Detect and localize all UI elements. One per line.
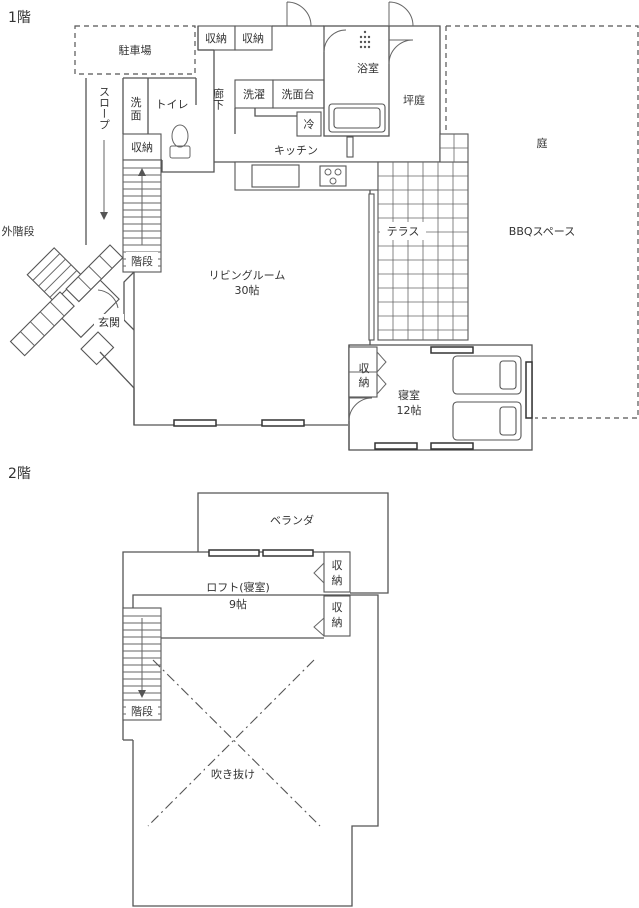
toilet-icon xyxy=(169,124,191,159)
fridge-label: 冷 xyxy=(304,118,315,131)
garden-area: 庭 BBQスペース xyxy=(445,25,639,419)
svg-text:収納: 収納 xyxy=(205,32,227,45)
loft-storage-2a: 収 xyxy=(332,601,343,614)
stairs-floor1: 階段 xyxy=(122,159,162,273)
tread-line xyxy=(32,253,61,281)
storage-top-1: 収納 xyxy=(197,25,236,51)
bedroom-label: 寝室 xyxy=(398,388,420,402)
slope: スロープ xyxy=(85,78,111,245)
bbq-label: BBQスペース xyxy=(509,225,575,238)
tread-line xyxy=(43,264,72,293)
svg-text:収納: 収納 xyxy=(242,32,264,45)
laundry-label: 洗濯 xyxy=(243,88,265,101)
shower-icon xyxy=(359,30,371,49)
loft-storage-2b: 納 xyxy=(332,616,343,629)
parking-area: 駐車場 xyxy=(74,25,196,75)
window-veranda-2 xyxy=(262,549,314,557)
bedroom-storage-a: 収 xyxy=(359,362,370,375)
atrium-cross xyxy=(147,659,321,827)
storage-stair: 収納 xyxy=(122,133,162,161)
loft-storage-1b: 納 xyxy=(332,574,343,587)
stairs-floor2: 階段 xyxy=(122,607,162,721)
bedroom-storage-b: 納 xyxy=(359,376,370,389)
outer-stairs-label: 外階段 xyxy=(2,224,35,238)
windows-floor1 xyxy=(173,346,533,450)
slope-label: スロープ xyxy=(98,86,111,130)
svg-text:収納: 収納 xyxy=(131,141,153,154)
washroom-label-b: 面 xyxy=(131,109,142,122)
terrace-label: テラス xyxy=(387,225,420,238)
atrium-label: 吹き抜け xyxy=(211,767,255,781)
garden-label: 庭 xyxy=(537,136,548,150)
bed-1 xyxy=(452,355,522,395)
stairs-label: 階段 xyxy=(131,254,153,268)
doors xyxy=(286,1,414,422)
kitchen-label: キッチン xyxy=(274,144,318,157)
bed-2 xyxy=(452,401,522,441)
floor1-title: 1階 xyxy=(8,10,31,26)
entrance-outer-stairs: 外階段 玄関 xyxy=(0,223,135,425)
toilet-label: トイレ xyxy=(156,98,189,111)
terrace: テラス xyxy=(377,133,469,341)
courtyard-label: 坪庭 xyxy=(403,93,425,107)
living-size: 30帖 xyxy=(235,284,260,297)
loft-label: ロフト(寝室) xyxy=(206,580,270,594)
floor2-title: 2階 xyxy=(8,466,31,482)
window-veranda-1 xyxy=(208,549,260,557)
veranda-label: ベランダ xyxy=(270,513,314,527)
tread-line xyxy=(49,270,78,298)
stairs2-label: 階段 xyxy=(131,704,153,718)
hallway-label: 廊下 xyxy=(212,87,225,111)
living-label: リビングルーム xyxy=(209,268,286,282)
bath-label: 浴室 xyxy=(357,61,379,75)
loft-size: 9帖 xyxy=(229,598,247,611)
washroom-label-a: 洗 xyxy=(131,96,142,109)
storage-top-2: 収納 xyxy=(234,25,273,51)
bedroom-size: 12帖 xyxy=(397,404,422,417)
washbasin-label: 洗面台 xyxy=(282,87,315,101)
tread-line xyxy=(38,258,66,287)
loft-storage-1a: 収 xyxy=(332,559,343,572)
entrance-label: 玄関 xyxy=(98,315,120,329)
parking-label: 駐車場 xyxy=(119,43,152,57)
